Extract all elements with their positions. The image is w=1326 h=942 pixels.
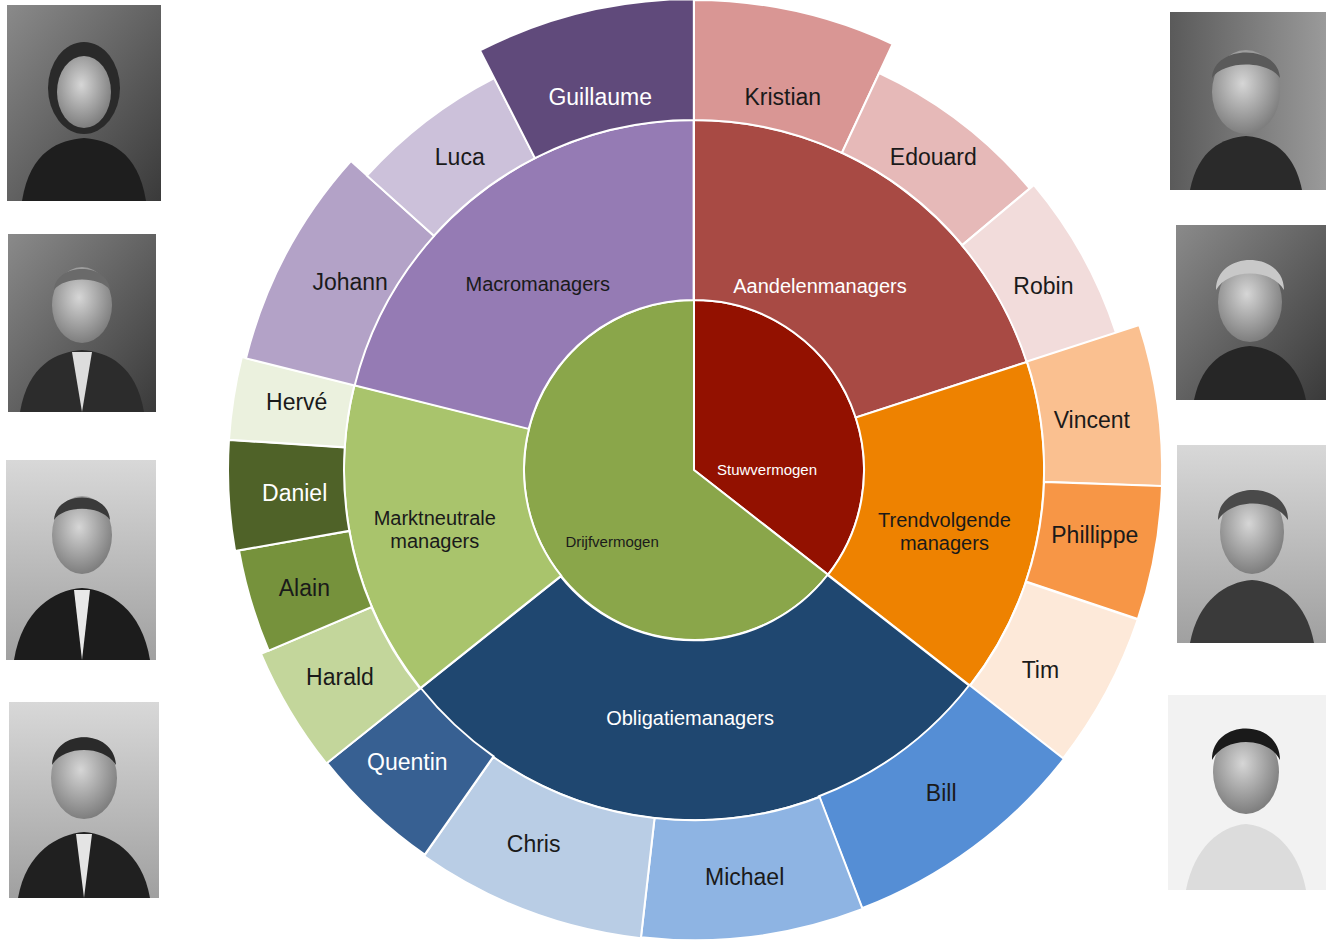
segment-label: Johann	[285, 269, 415, 295]
segment-label: Aandelenmanagers	[710, 274, 930, 297]
segment-label: Alain	[239, 574, 369, 600]
portrait-photo	[9, 702, 159, 898]
segment-fill	[480, 0, 694, 158]
portrait-photo	[8, 234, 156, 412]
segment-label: Kristian	[718, 84, 848, 110]
segment-label: Michael	[680, 864, 810, 890]
segment-label: Chris	[469, 831, 599, 857]
segment-label: Luca	[395, 144, 525, 170]
segment-label: Marktneutrale managers	[360, 507, 510, 553]
segment-fill	[641, 797, 863, 940]
portrait-photo	[1168, 695, 1326, 890]
segment-label: Guillaume	[535, 83, 665, 109]
manager-segment: Guillaume	[478, 0, 696, 160]
portrait-photo	[1176, 225, 1326, 400]
segment-shape	[478, 0, 696, 160]
segment-label: Tim	[975, 657, 1105, 683]
segment-fill	[1027, 325, 1162, 486]
segment-label: Phillippe	[1030, 522, 1160, 548]
segment-label: Macromanagers	[438, 272, 638, 295]
segment-fill	[819, 685, 1064, 908]
segment-label: Hervé	[232, 389, 362, 415]
portrait-photo	[1177, 445, 1326, 643]
segment-fill	[962, 185, 1116, 362]
portrait-photo	[6, 460, 156, 660]
segment-shape	[1025, 323, 1164, 488]
segment-label: Drijfvermogen	[547, 533, 677, 550]
manager-segment: Daniel	[226, 438, 351, 553]
segment-label: Edouard	[868, 144, 998, 170]
segment-label: Daniel	[230, 480, 360, 506]
segment-label: Obligatiemanagers	[575, 706, 805, 729]
segment-label: Vincent	[1027, 407, 1157, 433]
manager-segment: Robin	[960, 183, 1118, 364]
portrait-photo	[1170, 12, 1326, 190]
segment-label: Robin	[978, 273, 1108, 299]
manager-segment: Bill	[817, 683, 1066, 910]
segment-label: Quentin	[342, 748, 472, 774]
segment-label: Harald	[275, 664, 405, 690]
portrait-photo	[7, 5, 161, 201]
segment-fill	[239, 531, 372, 651]
segment-label: Bill	[876, 780, 1006, 806]
manager-segment: Vincent	[1025, 323, 1164, 488]
segment-label: Trendvolgende managers	[864, 509, 1024, 555]
segment-label: Stuwvermogen	[702, 461, 832, 478]
manager-segment: Michael	[639, 795, 865, 942]
